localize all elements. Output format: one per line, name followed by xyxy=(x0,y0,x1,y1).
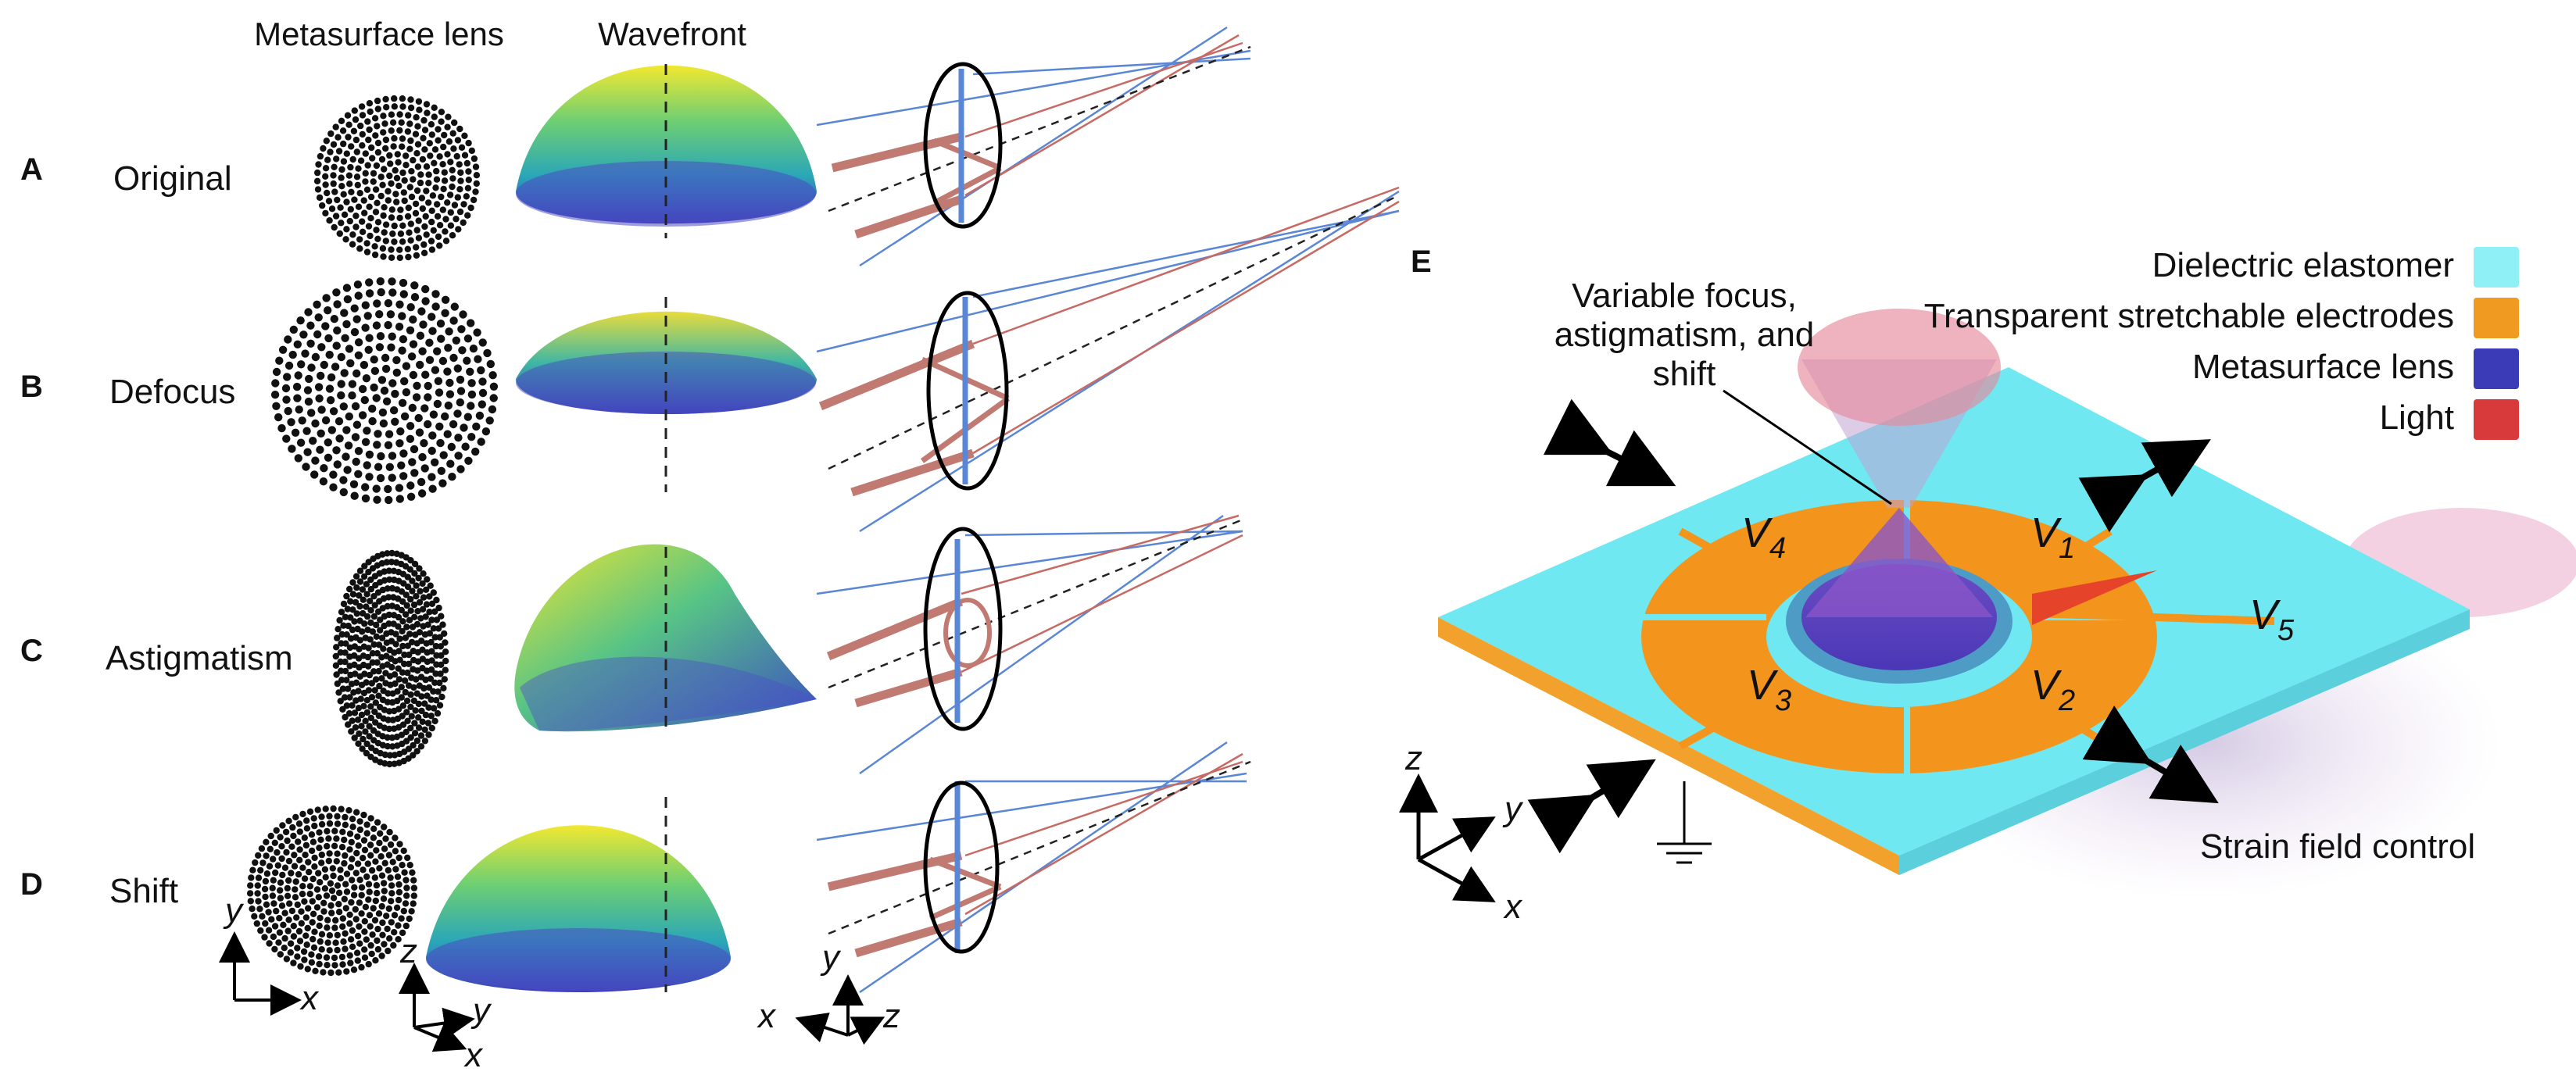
ray-diagram-astigmatism xyxy=(816,514,1243,775)
wavefront-shift xyxy=(426,797,731,992)
legend-label-metasurface: Metasurface lens xyxy=(2192,348,2454,386)
wavefront-defocus xyxy=(516,297,817,492)
legend-swatch-metasurface xyxy=(2474,348,2519,389)
metasurface-dots-shift xyxy=(246,805,418,977)
metasurface-header: Metasurface lens xyxy=(254,16,504,52)
axis-label-y: y xyxy=(223,891,245,930)
panel-letter-e: E xyxy=(1411,245,1432,279)
row-label-original: Original xyxy=(113,159,232,198)
svg-text:V5: V5 xyxy=(2249,591,2295,647)
panel-letter-a: A xyxy=(20,152,43,187)
wavefront-header: Wavefront xyxy=(598,16,746,52)
device-illustration xyxy=(1438,309,2576,898)
svg-text:V4: V4 xyxy=(1741,509,1786,565)
legend-swatch-elastomer xyxy=(2474,247,2519,288)
voltage-label-v1: V1 xyxy=(2030,509,2075,565)
ray-diagram-shift xyxy=(816,741,1251,994)
voltage-sub: 5 xyxy=(2277,614,2295,647)
callout-line-3: shift xyxy=(1653,355,1716,393)
metasurface-dots-defocus xyxy=(270,277,499,505)
axis-label-z: z xyxy=(399,932,417,970)
axes-metasurface: y x xyxy=(219,891,320,1017)
legend: Dielectric elastomer Transparent stretch… xyxy=(1924,246,2519,440)
axes-device: z y x xyxy=(1399,739,1524,926)
axes-ray: y x z xyxy=(757,938,900,1045)
axis-label-y: y xyxy=(470,991,492,1030)
voltage-sub: 4 xyxy=(1769,532,1786,565)
panel-letter-b: B xyxy=(20,370,43,404)
callout-line-2: astigmatism, and xyxy=(1555,316,1815,354)
voltage-base: V xyxy=(2030,509,2063,556)
svg-text:V2: V2 xyxy=(2030,662,2075,717)
legend-label-light: Light xyxy=(2380,398,2454,437)
wavefront-original xyxy=(516,64,817,238)
legend-swatch-light xyxy=(2474,399,2519,440)
axis-label-y: y xyxy=(820,938,842,977)
voltage-sub: 1 xyxy=(2059,532,2075,565)
wavefront-astigmatism xyxy=(514,544,817,734)
ray-diagram-defocus xyxy=(816,186,1400,533)
voltage-label-v3: V3 xyxy=(1747,662,1791,717)
voltage-label-v5: V5 xyxy=(2249,591,2295,647)
row-label-astigmatism: Astigmatism xyxy=(106,639,293,677)
panel-letter-d: D xyxy=(20,867,43,902)
ray-diagram-original xyxy=(816,26,1251,267)
voltage-base: V xyxy=(1747,662,1779,709)
voltage-base: V xyxy=(2249,591,2281,638)
callout-line-1: Variable focus, xyxy=(1572,277,1797,315)
axis-label-z: z xyxy=(882,997,900,1035)
panel-letter-c: C xyxy=(20,634,43,668)
svg-text:V1: V1 xyxy=(2030,509,2075,565)
axis-label-y: y xyxy=(1502,790,1524,828)
strain-field-label: Strain field control xyxy=(2200,827,2475,866)
voltage-label-v2: V2 xyxy=(2030,662,2075,717)
legend-label-electrodes: Transparent stretchable electrodes xyxy=(1924,297,2454,335)
voltage-label-v4: V4 xyxy=(1741,509,1786,565)
axis-label-x: x xyxy=(299,979,320,1017)
row-label-shift: Shift xyxy=(109,872,178,910)
axis-label-x: x xyxy=(463,1036,484,1074)
legend-swatch-electrodes xyxy=(2474,298,2519,338)
axis-label-z: z xyxy=(1404,739,1422,777)
row-label-defocus: Defocus xyxy=(109,373,235,411)
voltage-sub: 2 xyxy=(2058,684,2075,717)
voltage-sub: 3 xyxy=(1775,684,1791,717)
voltage-base: V xyxy=(1741,509,1773,556)
voltage-base: V xyxy=(2030,662,2063,709)
strain-arrows xyxy=(1527,398,2219,854)
axes-wavefront: z y x xyxy=(399,932,492,1074)
axis-label-x: x xyxy=(757,997,777,1035)
axis-label-x: x xyxy=(1503,888,1523,926)
legend-label-elastomer: Dielectric elastomer xyxy=(2152,246,2454,284)
metasurface-dots-original xyxy=(313,95,481,262)
svg-text:V3: V3 xyxy=(1747,662,1791,717)
callout-leader-line xyxy=(1723,389,1892,505)
metasurface-dots-astigmatism xyxy=(332,549,449,768)
